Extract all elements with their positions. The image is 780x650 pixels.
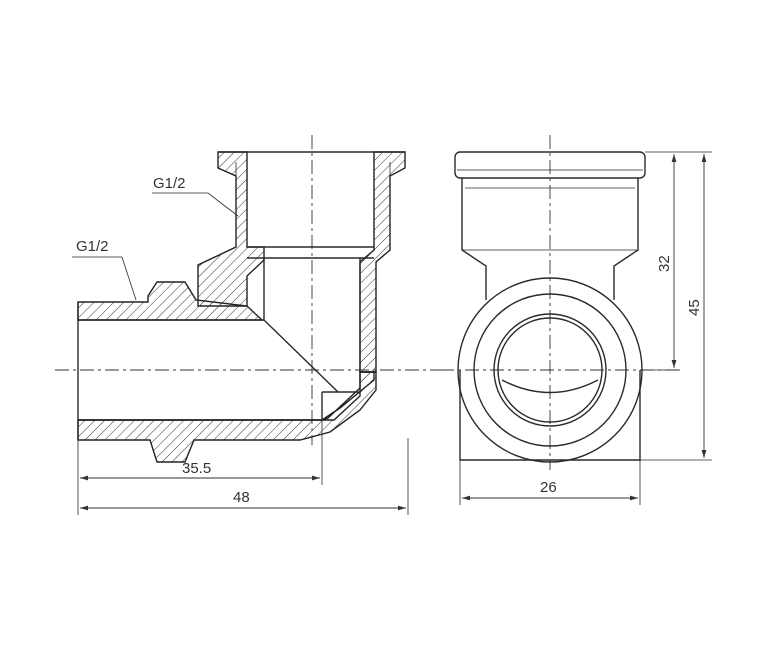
side-view: 32 45 26 — [440, 135, 712, 505]
dimension-height-inner: 32 — [656, 255, 673, 272]
dimension-width: 26 — [540, 479, 557, 496]
inner-arc — [501, 379, 599, 394]
neck-outline — [461, 178, 639, 300]
top-socket-wall-left — [197, 151, 265, 307]
body-outline — [459, 370, 641, 461]
dimension-height-total: 45 — [686, 299, 703, 316]
elbow-diagonal — [263, 319, 339, 393]
dimension-total-length: 48 — [233, 489, 250, 506]
side-arm-wall-bottom — [78, 371, 375, 421]
inner-bore — [497, 317, 603, 423]
bore-ring — [493, 313, 607, 427]
leader-top-thread — [152, 192, 239, 217]
leader-side-thread — [72, 256, 137, 301]
middle-ring — [473, 293, 627, 447]
thread-label-side: G1/2 — [76, 238, 109, 255]
top-socket-wall-right — [359, 151, 406, 373]
dimension-inner-length: 35.5 — [182, 460, 211, 477]
flange-top — [454, 151, 646, 179]
section-view: G1/2 G1/2 35.5 48 — [55, 135, 445, 515]
thread-label-top: G1/2 — [153, 175, 186, 192]
side-arm-wall-lower — [77, 371, 377, 463]
